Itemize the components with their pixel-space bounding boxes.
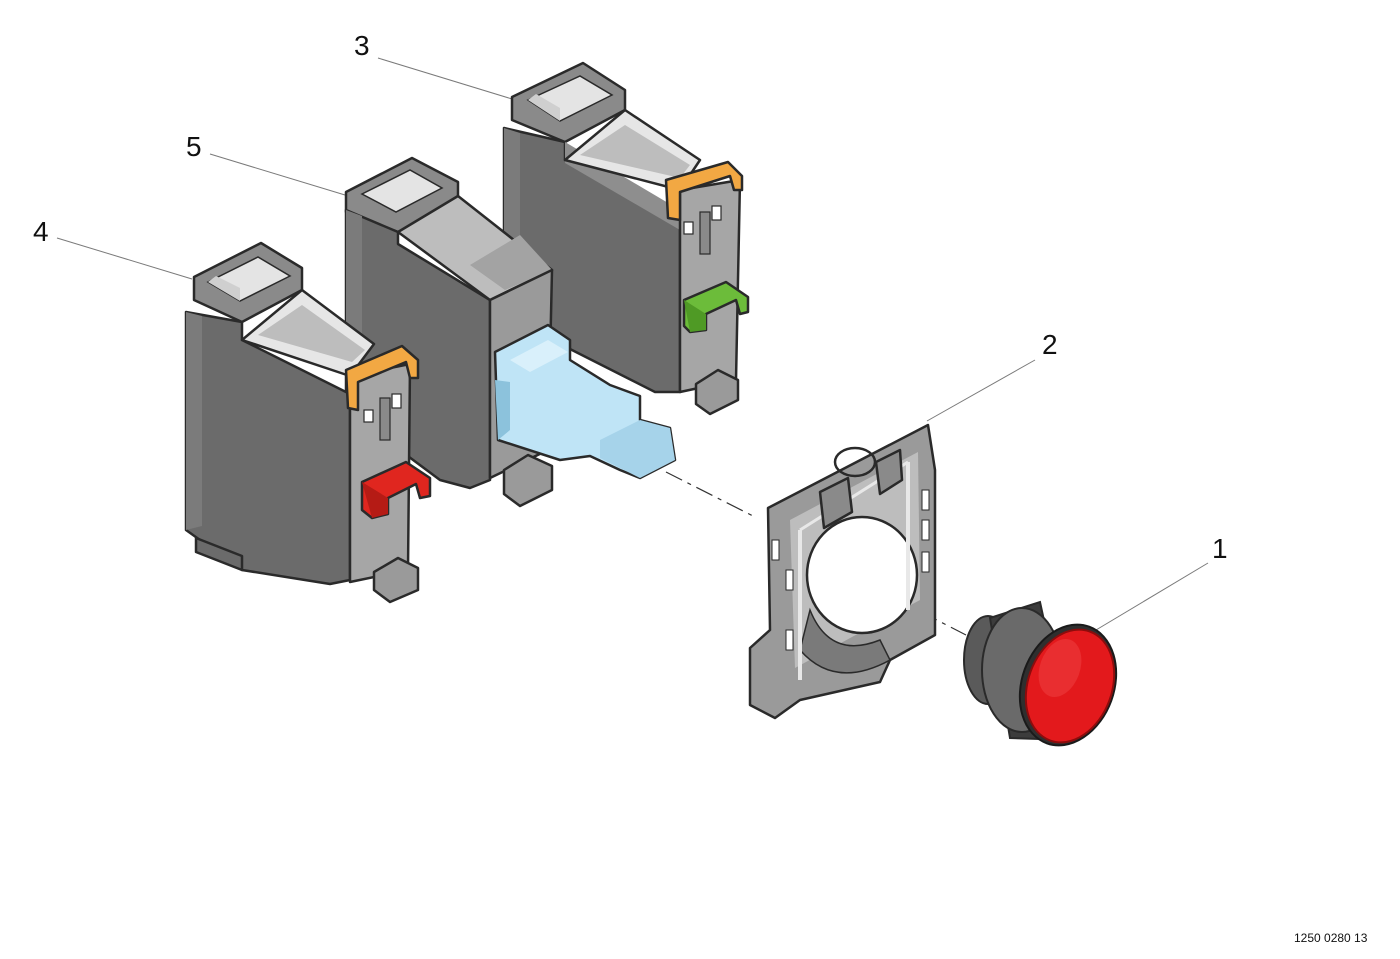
leader-1 bbox=[1095, 562, 1209, 631]
leader-2 bbox=[926, 359, 1036, 422]
callout-5: 5 bbox=[186, 131, 202, 162]
document-number: 1250 0280 13 bbox=[1294, 931, 1368, 945]
callout-4: 4 bbox=[33, 216, 49, 247]
leader-4 bbox=[56, 237, 193, 280]
callout-1: 1 bbox=[1212, 533, 1228, 564]
callout-labels: 3 5 4 2 1 bbox=[33, 30, 1228, 564]
pushbutton-red bbox=[963, 600, 1118, 747]
leader-lines bbox=[56, 57, 1209, 631]
button-cap bbox=[1024, 628, 1116, 744]
contact-block-red bbox=[184, 241, 432, 604]
leader-5 bbox=[209, 153, 346, 196]
callout-2: 2 bbox=[1042, 329, 1058, 360]
mounting-adapter bbox=[748, 423, 937, 720]
leader-3 bbox=[377, 57, 513, 100]
callout-3: 3 bbox=[354, 30, 370, 61]
light-block bbox=[344, 156, 677, 508]
